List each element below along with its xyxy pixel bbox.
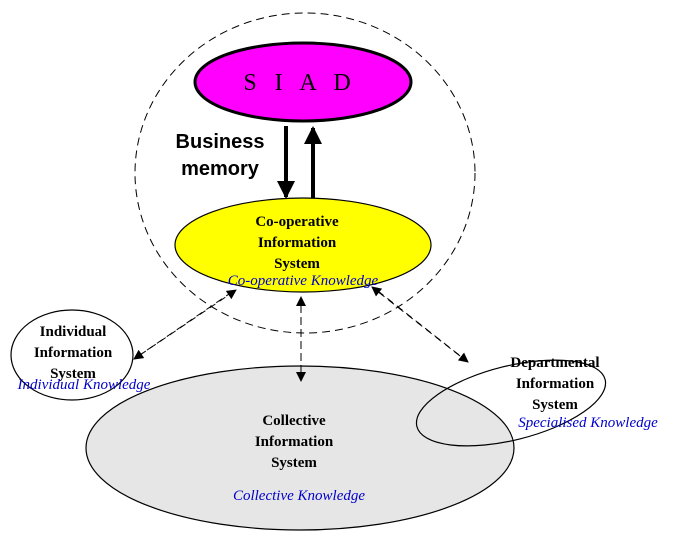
individual-title-line3: System [50, 366, 96, 382]
arrow-departmental-to-coop [371, 286, 461, 357]
business-memory-label-line2: memory [181, 158, 260, 180]
collective-title-line2: Information [255, 434, 334, 450]
individual-title-line2: Information [34, 345, 113, 361]
individual-ellipse [10, 309, 134, 401]
business-memory-boundary [134, 12, 476, 334]
cooperative-title-line1: Co-operative [255, 214, 339, 230]
business-memory-label-line1: Business [176, 131, 265, 153]
siad-ellipse [193, 41, 413, 123]
collective-knowledge-label: Collective Knowledge [233, 488, 365, 504]
collective-ellipse [85, 365, 515, 531]
departmental-title-line1: Departmental [510, 355, 599, 371]
departmental-ellipse [415, 359, 607, 447]
individual-knowledge-label: Individual Knowledge [17, 377, 151, 393]
collective-title-line3: System [271, 455, 317, 471]
cooperative-title-line2: Information [258, 235, 337, 251]
arrow-individual-to-coop [139, 289, 237, 356]
cooperative-knowledge-label: Co-operative Knowledge [228, 273, 379, 289]
cooperative-title-line3: System [274, 256, 320, 272]
cooperative-ellipse [174, 197, 432, 293]
collective-title-line1: Collective [262, 413, 326, 429]
arrow-coop-to-departmental [377, 290, 469, 363]
siad-label: S I A D [243, 70, 356, 96]
departmental-title-line2: Information [516, 376, 595, 392]
departmental-title-line3: System [532, 397, 578, 413]
individual-title-line1: Individual [40, 324, 107, 340]
departmental-knowledge-label: Specialised Knowledge [518, 415, 658, 431]
